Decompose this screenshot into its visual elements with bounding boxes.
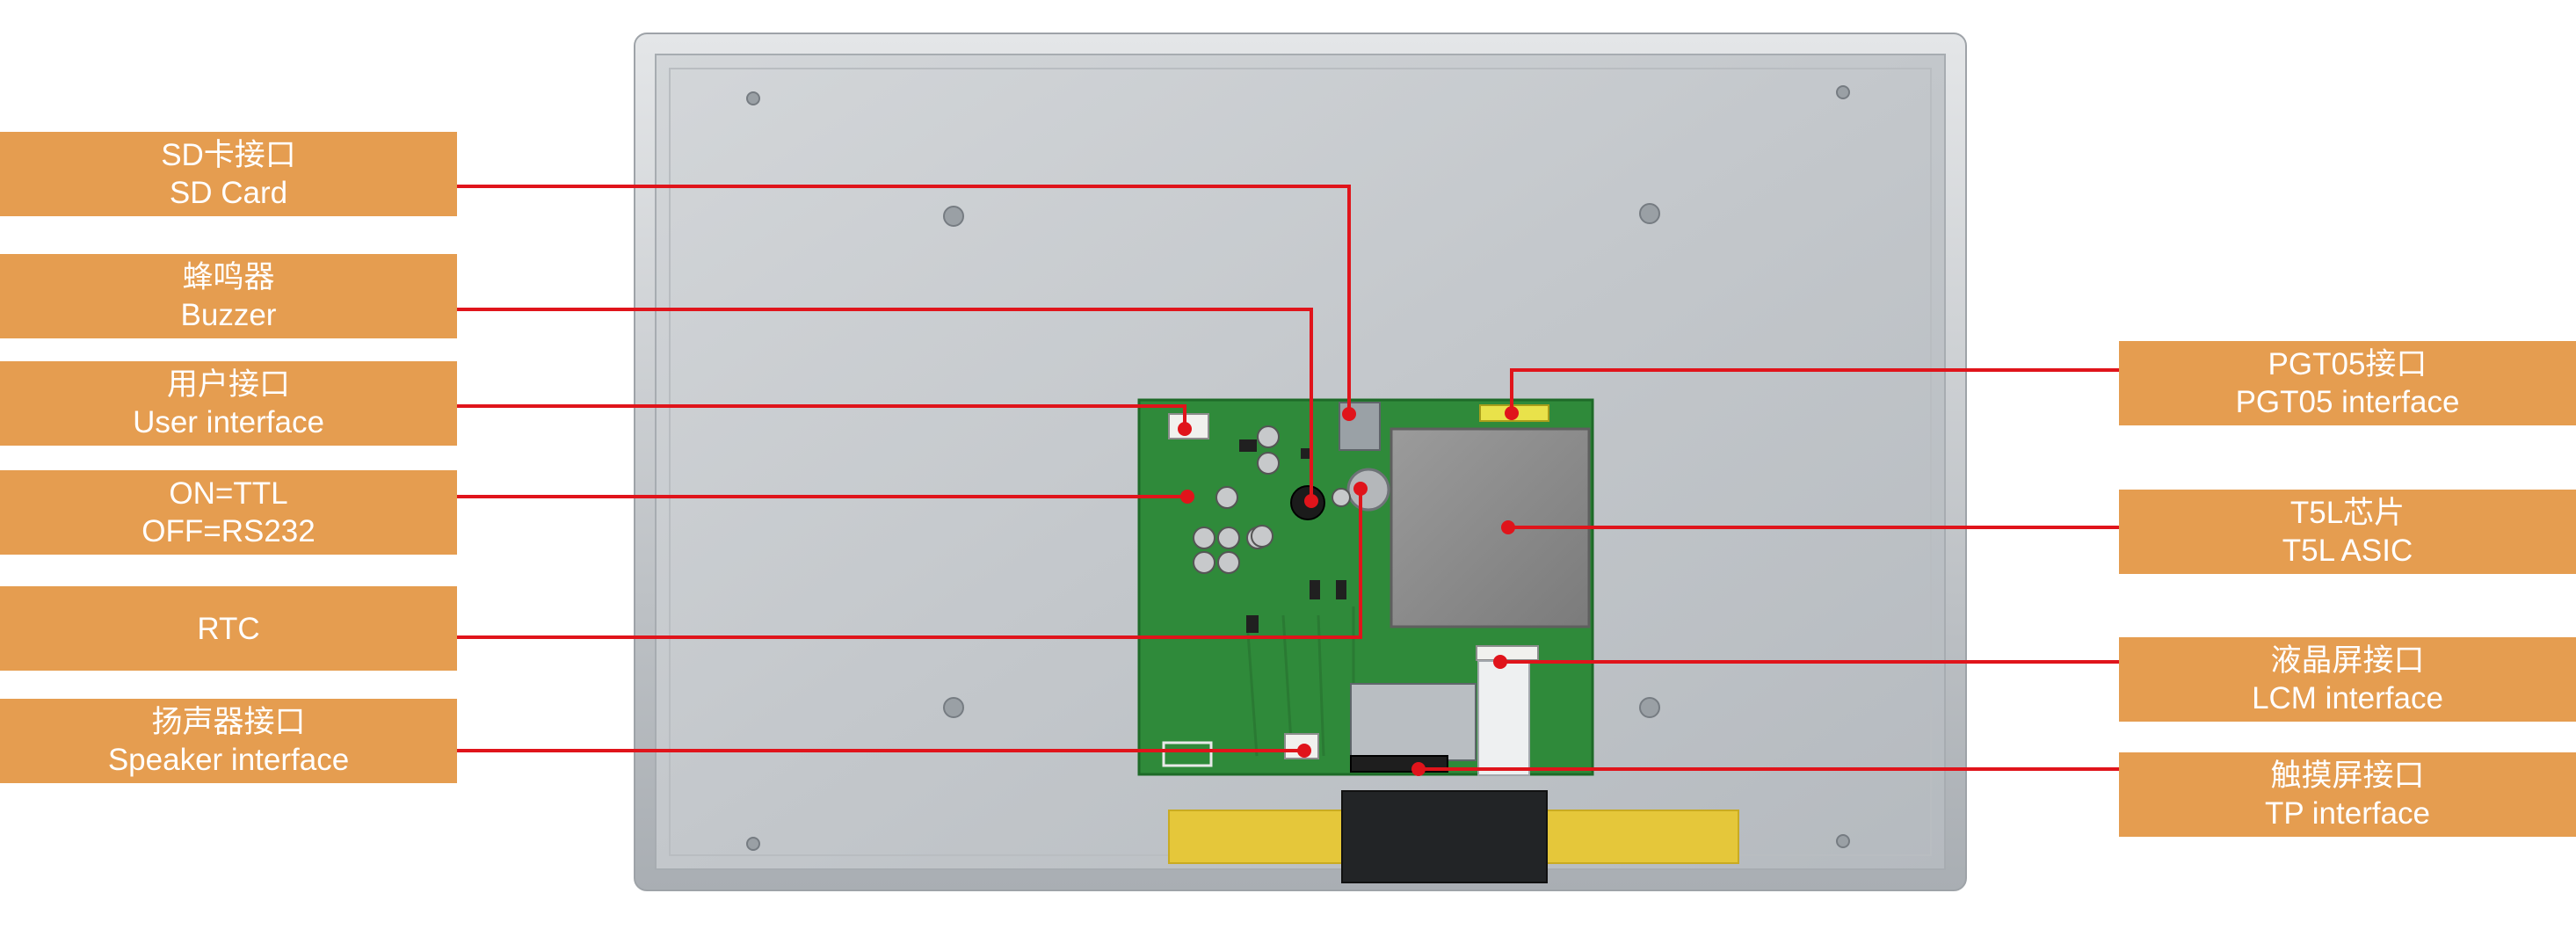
label-sd-card-cn: SD卡接口: [161, 138, 296, 172]
speaker-connector: [1284, 733, 1319, 759]
display-window: [1350, 683, 1477, 761]
pgt05-header: [1479, 404, 1549, 422]
user-interface-connector: [1168, 413, 1209, 439]
label-sd-card-en: SD Card: [169, 176, 288, 210]
label-speaker: 扬声器接口 Speaker interface: [0, 699, 457, 783]
label-buzzer-cn: 蜂鸣器: [182, 260, 275, 294]
screws: [746, 85, 1850, 851]
label-rtc: RTC: [0, 586, 457, 671]
sd-card-slot: [1339, 402, 1381, 451]
label-pgt05-en: PGT05 interface: [2235, 385, 2460, 419]
label-user-interface-cn: 用户接口: [166, 367, 290, 402]
label-user-interface-en: User interface: [133, 405, 324, 439]
label-lcm: 液晶屏接口 LCM interface: [2119, 637, 2576, 722]
label-user-interface: 用户接口 User interface: [0, 361, 457, 446]
rtc-battery: [1346, 468, 1390, 512]
t5l-chip-shield: [1390, 427, 1591, 628]
tp-connector: [1350, 755, 1448, 773]
label-t5l-cn: T5L芯片: [2289, 496, 2405, 530]
label-tp: 触摸屏接口 TP interface: [2119, 752, 2576, 837]
label-buzzer: 蜂鸣器 Buzzer: [0, 254, 457, 338]
label-t5l-en: T5L ASIC: [2282, 534, 2413, 568]
label-tp-cn: 触摸屏接口: [2270, 759, 2425, 793]
label-sd-card: SD卡接口 SD Card: [0, 132, 457, 216]
label-ttl-off: OFF=RS232: [141, 514, 316, 548]
label-t5l: T5L芯片 T5L ASIC: [2119, 490, 2576, 574]
label-lcm-en: LCM interface: [2252, 681, 2443, 715]
buzzer-component: [1290, 485, 1325, 520]
lcm-flex-cable-bottom: [1341, 790, 1548, 883]
label-rtc-en: RTC: [197, 611, 260, 646]
label-ttl-on: ON=TTL: [169, 476, 288, 511]
pcb-board: [1137, 398, 1594, 776]
label-pgt05-cn: PGT05接口: [2268, 347, 2427, 381]
label-pgt05: PGT05接口 PGT05 interface: [2119, 341, 2576, 425]
lcm-flex-cable: [1477, 660, 1530, 776]
label-speaker-cn: 扬声器接口: [151, 705, 306, 739]
lcm-connector: [1476, 645, 1539, 661]
label-lcm-cn: 液晶屏接口: [2270, 643, 2425, 678]
label-speaker-en: Speaker interface: [107, 743, 350, 777]
label-tp-en: TP interface: [2264, 796, 2431, 831]
label-ttl-rs232: ON=TTL OFF=RS232: [0, 470, 457, 555]
label-buzzer-en: Buzzer: [180, 298, 277, 332]
